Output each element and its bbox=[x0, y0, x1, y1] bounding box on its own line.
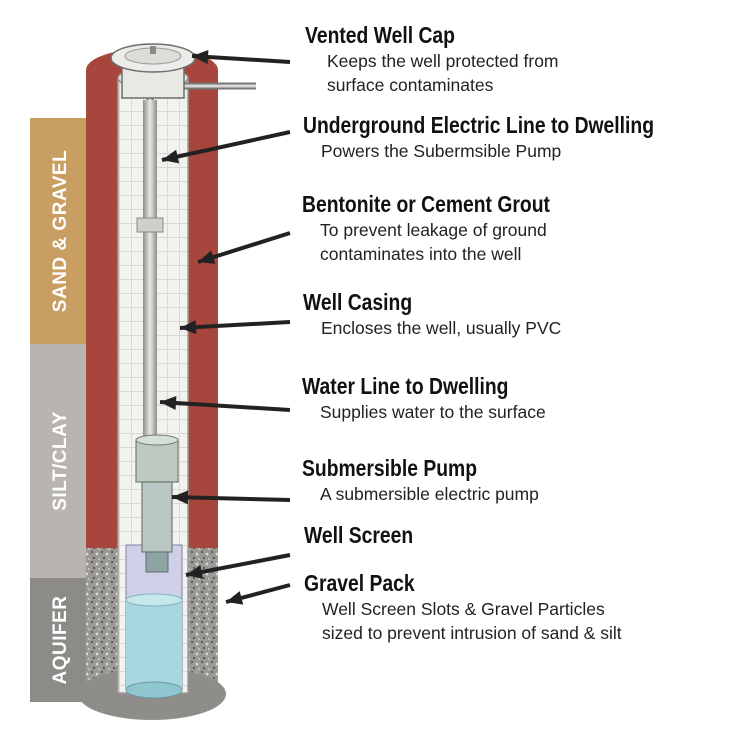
arrow-submersible-pump bbox=[171, 495, 291, 502]
callout-desc: surface contaminates bbox=[327, 75, 494, 95]
water-surface bbox=[125, 593, 183, 607]
arrow-well-casing bbox=[179, 320, 291, 330]
callout-grout: Bentonite or Cement Grout To prevent lea… bbox=[302, 191, 750, 266]
callout-title: Water Line to Dwelling bbox=[302, 373, 509, 399]
pump-motor bbox=[145, 551, 169, 573]
callout-title: Bentonite or Cement Grout bbox=[302, 191, 550, 217]
layer-label-silt-clay: SILT/CLAY bbox=[50, 411, 71, 511]
layer-label-aquifer: AQUIFER bbox=[50, 596, 71, 685]
pipe-clamp bbox=[136, 217, 164, 233]
callout-desc: Supplies water to the surface bbox=[320, 402, 546, 422]
arrow-well-casing-head bbox=[180, 320, 197, 335]
callout-desc: Well Screen Slots & Gravel Particles bbox=[322, 599, 605, 619]
callout-desc: Keeps the well protected from bbox=[327, 51, 559, 71]
water bbox=[126, 600, 182, 690]
callout-desc: Powers the Subermsible Pump bbox=[321, 141, 562, 161]
arrow-well-screen bbox=[185, 553, 291, 577]
sand-gravel-layer bbox=[30, 118, 88, 344]
callout-title: Well Casing bbox=[303, 289, 413, 315]
callout-title: Underground Electric Line to Dwelling bbox=[303, 112, 655, 138]
callout-title: Vented Well Cap bbox=[305, 22, 455, 48]
callout-title: Gravel Pack bbox=[304, 570, 415, 596]
arrow-vented-well-cap bbox=[191, 54, 291, 64]
arrows bbox=[159, 49, 291, 605]
water-line-pipe bbox=[143, 100, 157, 450]
callout-desc: Encloses the well, usually PVC bbox=[321, 318, 562, 338]
aquifer-layer bbox=[30, 578, 88, 702]
submersible-pump-body bbox=[141, 481, 173, 553]
silt-clay-layer bbox=[30, 344, 88, 578]
arrow-vented-well-cap-head bbox=[192, 49, 209, 64]
arrow-gravel-pack-head bbox=[226, 591, 244, 605]
arrow-grout bbox=[197, 231, 291, 264]
callout-electric-line: Underground Electric Line to Dwelling Po… bbox=[303, 112, 750, 163]
well-bottom bbox=[125, 681, 183, 699]
callout-desc: To prevent leakage of ground bbox=[320, 220, 547, 240]
callout-gravel-pack: Gravel Pack Well Screen Slots & Gravel P… bbox=[304, 570, 750, 645]
callout-submersible-pump: Submersible Pump A submersible electric … bbox=[302, 455, 750, 506]
arrow-water-line-head bbox=[160, 395, 177, 410]
callout-vented-well-cap: Vented Well Cap Keeps the well protected… bbox=[305, 22, 750, 97]
arrow-submersible-pump-head bbox=[172, 490, 189, 505]
arrow-well-screen-head bbox=[186, 565, 204, 579]
callout-well-casing: Well Casing Encloses the well, usually P… bbox=[303, 289, 750, 340]
callout-water-line: Water Line to Dwelling Supplies water to… bbox=[302, 373, 750, 424]
callout-title: Well Screen bbox=[304, 522, 414, 548]
arrow-electric-line bbox=[161, 130, 291, 162]
pump-top-housing bbox=[135, 439, 179, 483]
callout-title: Submersible Pump bbox=[302, 455, 477, 481]
layer-label-sand-gravel: SAND & GRAVEL bbox=[50, 150, 71, 312]
callout-desc: contaminates into the well bbox=[320, 244, 522, 264]
callout-desc: sized to prevent intrusion of sand & sil… bbox=[322, 623, 622, 643]
arrow-grout-head bbox=[198, 250, 216, 264]
arrow-water-line bbox=[159, 400, 291, 412]
arrow-electric-line-head bbox=[162, 149, 180, 164]
callout-desc: A submersible electric pump bbox=[320, 484, 539, 504]
callout-well-screen: Well Screen bbox=[304, 522, 750, 549]
